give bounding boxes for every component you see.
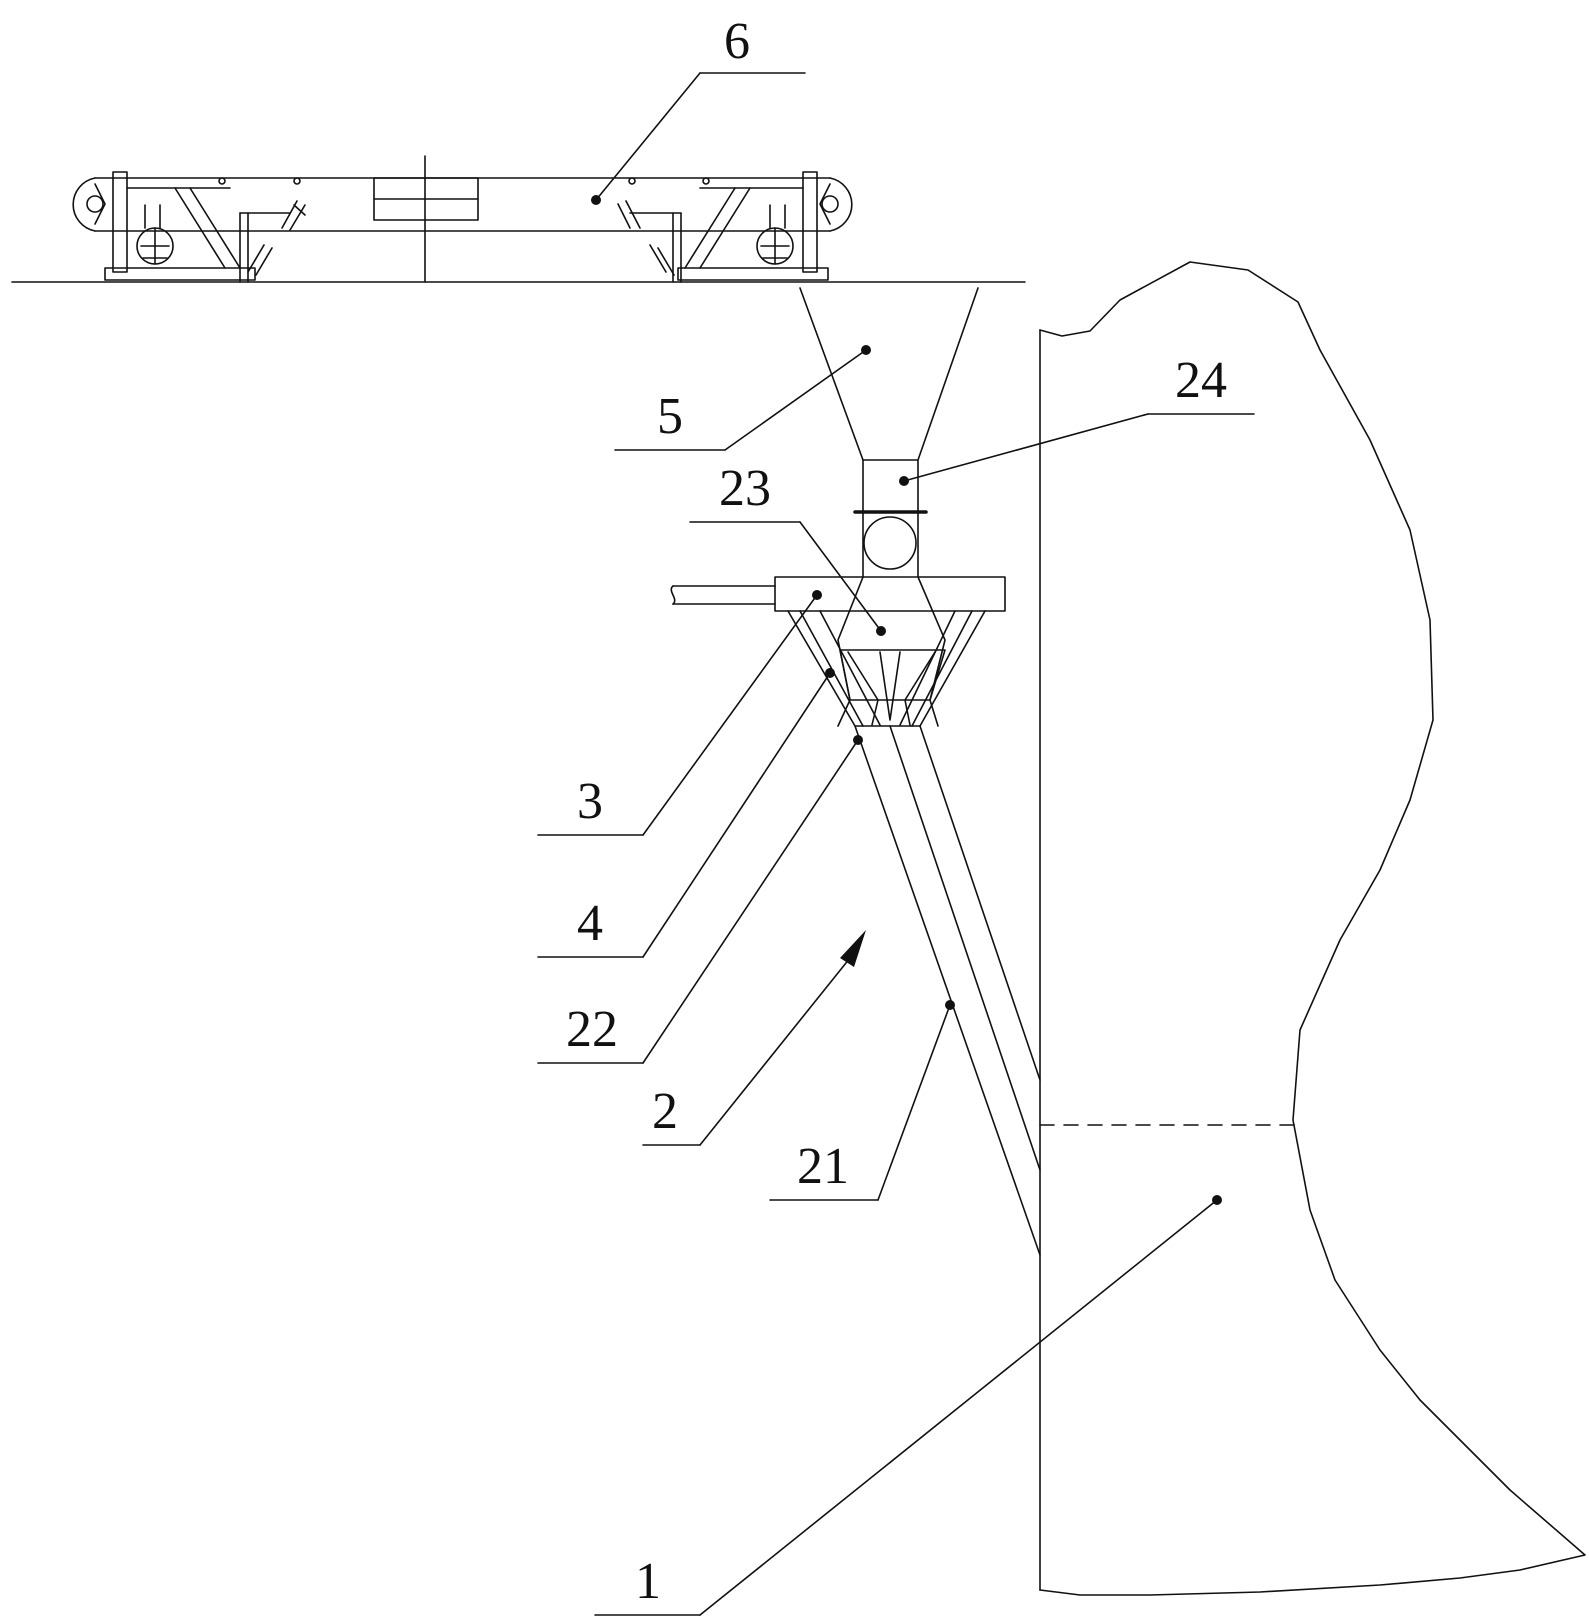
flow-arrow <box>699 930 866 1146</box>
label-24: 24 <box>1175 352 1227 409</box>
label-22: 22 <box>566 1001 618 1058</box>
label-4: 4 <box>577 895 603 952</box>
label-2: 2 <box>652 1083 678 1140</box>
feed-chute <box>854 725 1041 1256</box>
mounting-plate <box>670 576 1006 612</box>
leader-lines <box>537 72 1255 1616</box>
hopper <box>799 287 979 461</box>
label-23: 23 <box>719 460 771 517</box>
label-21: 21 <box>797 1138 849 1195</box>
label-5: 5 <box>657 388 683 445</box>
feed-neck <box>853 459 928 578</box>
label-6: 6 <box>724 13 750 70</box>
conveyor-assembly <box>72 155 853 283</box>
label-1: 1 <box>635 1553 661 1610</box>
label-3: 3 <box>577 773 603 830</box>
vessel-body <box>1039 261 1586 1596</box>
